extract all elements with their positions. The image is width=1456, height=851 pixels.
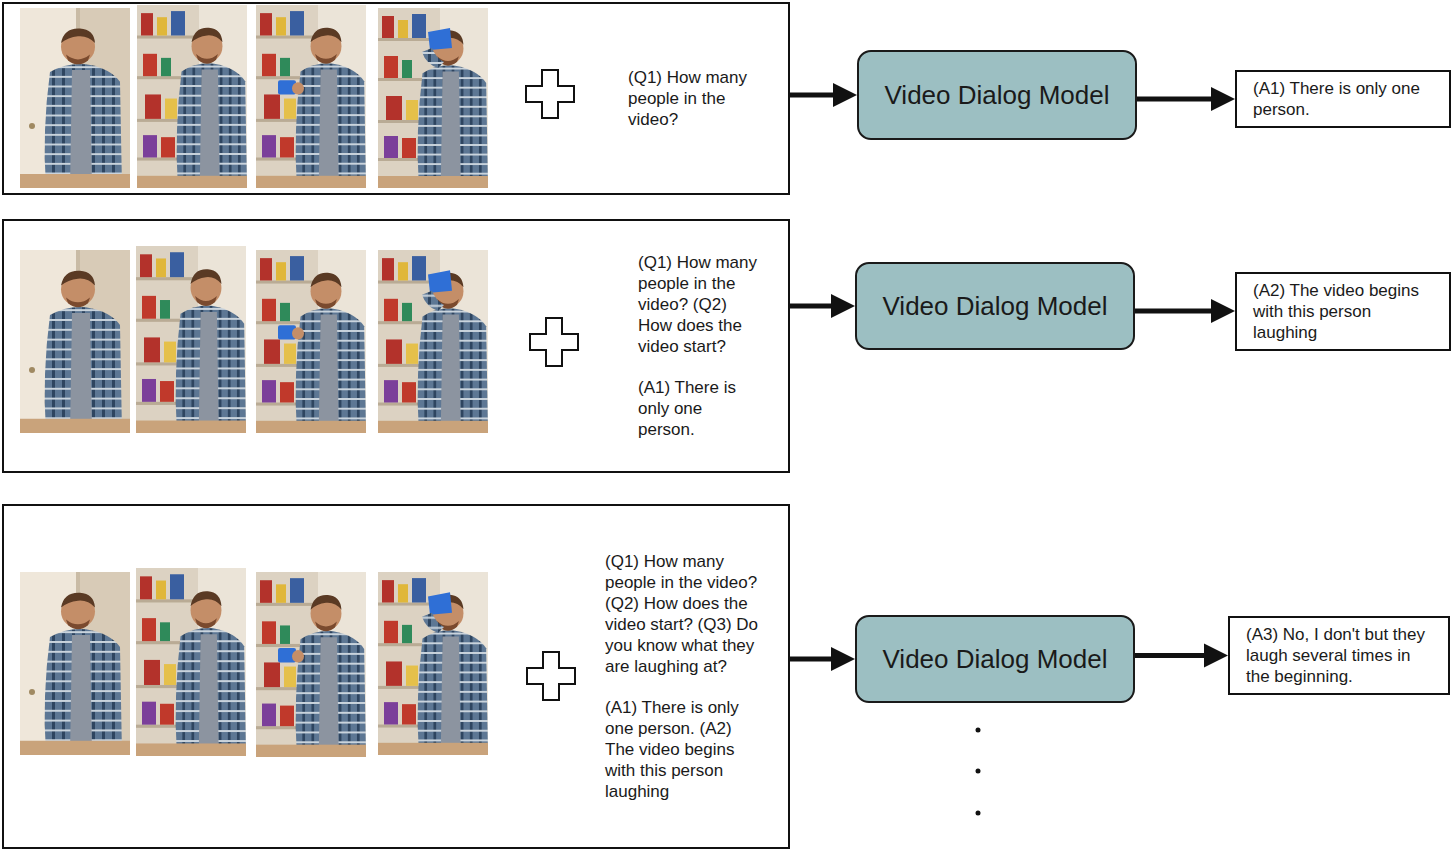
model-box: Video Dialog Model: [855, 262, 1135, 350]
arrow-head: [833, 83, 857, 107]
arrow-head: [831, 647, 855, 671]
dot: [976, 769, 981, 774]
arrow-line: [790, 657, 835, 662]
video-frame: [378, 250, 488, 433]
model-label: Video Dialog Model: [885, 80, 1110, 111]
answer-box: (A3) No, I don't but they laugh several …: [1228, 616, 1450, 695]
answer-box: (A1) There is only one person.: [1235, 70, 1451, 128]
video-frames: [20, 5, 488, 757]
answer-box: (A2) The video begins with this person l…: [1235, 272, 1451, 351]
flow-arrow: [790, 294, 855, 318]
dialog-text-column: (Q1) How many people in the video? (Q2) …: [605, 551, 763, 802]
model-box: Video Dialog Model: [855, 615, 1135, 703]
video-frame: [20, 250, 130, 433]
answer-text: (A1) There is only one person.: [1253, 78, 1437, 120]
plus-signs: [526, 70, 578, 700]
video-frame: [136, 568, 246, 756]
history-text: (A1) There is only one person. (A2) The …: [605, 697, 763, 802]
dot: [976, 728, 981, 733]
arrow-line: [790, 304, 835, 309]
arrow-line: [1135, 309, 1215, 314]
answer-text: (A2) The video begins with this person l…: [1253, 280, 1437, 343]
model-label: Video Dialog Model: [883, 644, 1108, 675]
video-frame: [256, 572, 366, 757]
history-text: (A1) There is only one person.: [638, 377, 760, 440]
video-frame: [136, 246, 246, 433]
video-frame: [20, 572, 130, 755]
arrow-head: [1211, 87, 1235, 111]
video-frame: [378, 8, 488, 188]
plus-symbol: [530, 318, 578, 366]
plus-symbol: [526, 70, 574, 118]
video-frame: [256, 250, 366, 433]
video-frame: [378, 572, 488, 755]
question-text: (Q1) How many people in the video? (Q2) …: [605, 551, 763, 677]
flow-arrow: [1137, 87, 1235, 111]
plus-symbol: [527, 652, 575, 700]
input-panel: (Q1) How many people in the video? (Q2) …: [2, 219, 790, 473]
question-text: (Q1) How many people in the video? (Q2) …: [638, 252, 760, 357]
dialog-text-column: (Q1) How many people in the video?: [628, 67, 768, 130]
arrow-head: [831, 294, 855, 318]
answer-text: (A3) No, I don't but they laugh several …: [1246, 624, 1436, 687]
arrow-line: [1137, 97, 1215, 102]
dot: [976, 811, 981, 816]
question-text: (Q1) How many people in the video?: [628, 67, 768, 130]
arrow-line: [790, 93, 837, 98]
arrow-head: [1204, 644, 1228, 668]
video-frame: [256, 5, 366, 188]
flow-arrow: [790, 647, 855, 671]
input-panel: (Q1) How many people in the video? (Q2) …: [2, 504, 790, 849]
video-frame: [20, 8, 130, 188]
video-frame: [137, 5, 247, 188]
flow-arrow: [790, 83, 857, 107]
flow-arrow: [1135, 644, 1228, 668]
dialog-text-column: (Q1) How many people in the video? (Q2) …: [638, 252, 760, 440]
arrow-line: [1135, 653, 1208, 658]
input-panel: (Q1) How many people in the video?: [2, 2, 790, 195]
flow-arrow: [1135, 299, 1235, 323]
continuation-dots: [976, 728, 981, 816]
model-box: Video Dialog Model: [857, 50, 1137, 140]
arrow-head: [1211, 299, 1235, 323]
model-label: Video Dialog Model: [883, 291, 1108, 322]
